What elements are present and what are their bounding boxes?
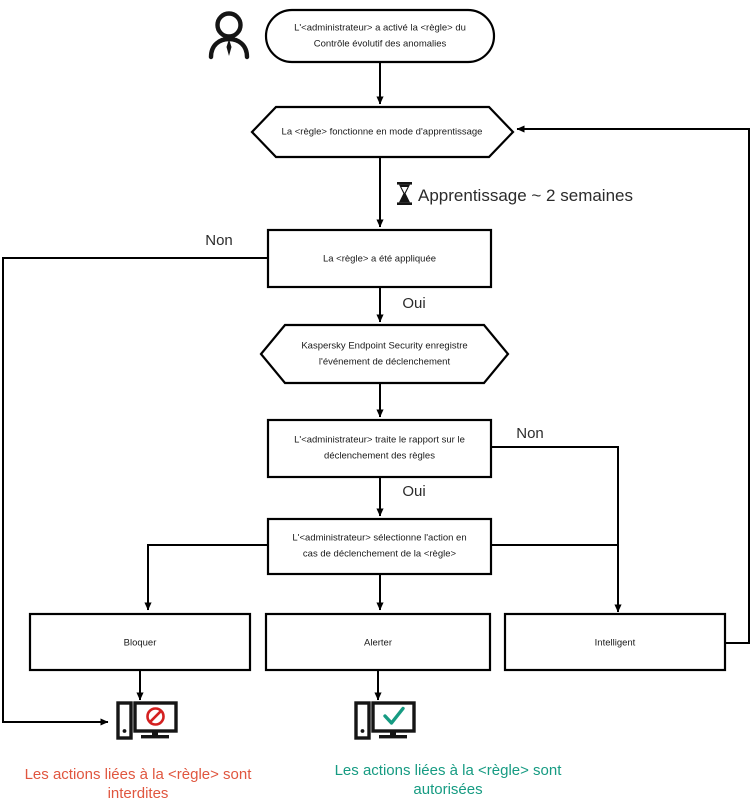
node-admin-selects-line1: L'<administrateur> sélectionne l'action … (292, 533, 466, 544)
outcome-allowed-line2: autorisées (413, 781, 482, 798)
node-smart[interactable]: Intelligent (503, 612, 727, 672)
outcome-denied-label: Les actions liées à la <règle> sont inte… (25, 766, 253, 802)
node-kes-logs-line2: l'événement de déclenchement (319, 357, 451, 368)
node-rule-applied-text: La <règle> a été appliquée (323, 254, 436, 265)
edge-smart-feedback-loop (516, 125, 750, 644)
node-alert[interactable]: Alerter (264, 612, 492, 672)
node-smart-text: Intelligent (595, 638, 636, 649)
node-start-line2: Contrôle évolutif des anomalies (314, 39, 447, 50)
node-block-text: Bloquer (124, 638, 157, 649)
monitor-forbidden-icon (116, 701, 178, 740)
node-admin-selects-action[interactable]: L'<administrateur> sélectionne l'action … (266, 517, 493, 576)
node-start-line1: L'<administrateur> a activé la <règle> d… (294, 23, 466, 34)
outcome-denied-line2: interdites (108, 785, 169, 802)
node-learning-mode-text: La <règle> fonctionne en mode d'apprenti… (282, 127, 483, 138)
learning-timer-label: Apprentissage ~ 2 semaines (418, 186, 633, 205)
node-admin-selects-line2: cas de déclenchement de la <règle> (303, 549, 457, 560)
monitor-check-icon (354, 701, 416, 740)
edge-label-applied-no: Non (205, 232, 233, 249)
node-kes-logs-event[interactable]: Kaspersky Endpoint Security enregistre l… (259, 323, 510, 385)
edge-selects-to-block (144, 544, 268, 611)
person-icon (208, 11, 250, 60)
node-start[interactable]: L'<administrateur> a activé la <règle> d… (264, 8, 496, 64)
node-kes-logs-line1: Kaspersky Endpoint Security enregistre (301, 341, 467, 352)
hourglass-icon (397, 182, 412, 205)
node-learning-mode[interactable]: La <règle> fonctionne en mode d'apprenti… (250, 105, 515, 159)
outcome-allowed-line1: Les actions liées à la <règle> sont (335, 762, 563, 779)
outcome-denied-line1: Les actions liées à la <règle> sont (25, 766, 253, 783)
edge-label-report-yes: Oui (402, 483, 425, 500)
node-admin-report-line1: L'<administrateur> traite le rapport sur… (294, 435, 465, 446)
edge-label-report-no: Non (516, 425, 544, 442)
edge-applied-no (2, 257, 268, 726)
node-block[interactable]: Bloquer (28, 612, 252, 672)
edge-report-no (491, 446, 622, 613)
node-admin-report[interactable]: L'<administrateur> traite le rapport sur… (266, 418, 493, 479)
node-admin-report-line2: déclenchement des règles (324, 451, 435, 462)
edge-label-applied-yes: Oui (402, 295, 425, 312)
outcome-allowed-label: Les actions liées à la <règle> sont auto… (335, 762, 563, 798)
node-alert-text: Alerter (364, 638, 392, 649)
node-rule-applied[interactable]: La <règle> a été appliquée (266, 228, 493, 289)
